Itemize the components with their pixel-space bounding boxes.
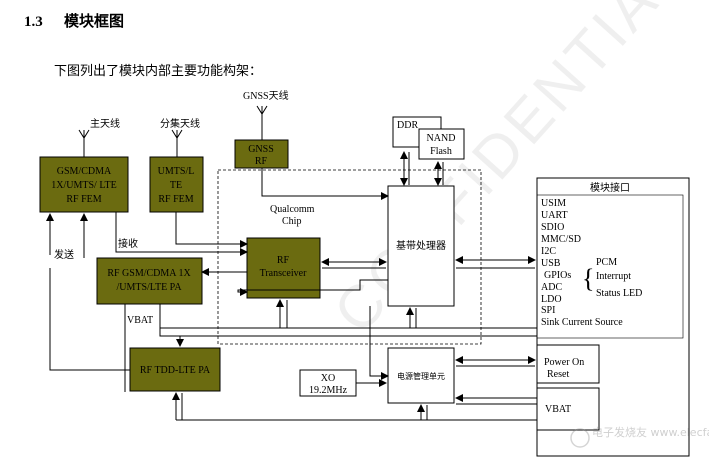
gsm-fem-block: GSM/CDMA 1X/UMTS/ LTE RF FEM [39,156,129,213]
interface-panel: 模块接口 USIM UART SDIO MMC/SD I2C USB GPIOs… [536,177,690,457]
section-number: 1.3 [24,14,43,30]
iface-sdio: SDIO [541,222,564,233]
nand-line-1: NAND [427,133,456,144]
transceiver-line-2: Transceiver [260,268,308,279]
iface-usim: USIM [541,198,566,209]
gnss-rf-line-1: GNSS [248,144,274,155]
iface-usb: USB [541,258,561,269]
site-stamp: 电子发烧友 www.elecfans.com [570,425,709,448]
connection-lines [46,151,537,421]
vbat-label: VBAT [127,315,153,326]
interface-title: 模块接口 [590,181,630,194]
umts-fem-block: UMTS/L TE RF FEM [149,156,204,213]
qualcomm-label-2: Chip [282,216,301,227]
receive-label: 接收 [118,237,138,250]
gpio-sub-pcm: PCM [596,257,617,268]
intro-text: 下图列出了模块内部主要功能构架： [54,63,263,78]
gsm-fem-line-3: RF FEM [66,194,101,205]
main-antenna [78,129,90,157]
main-antenna-label: 主天线 [90,117,120,130]
diversity-antenna [171,129,183,157]
pmu-label: 电源管理单元 [397,371,445,381]
xo-line-1: XO [321,373,335,384]
rf-pa-block: RF GSM/CDMA 1X /UMTS/LTE PA [96,257,203,305]
stamp-text: 电子发烧友 www.elecfans.com [592,425,709,439]
umts-fem-line-3: RF FEM [158,194,193,205]
xo-block: XO 19.2MHz [299,369,357,397]
iface-ldo: LDO [541,294,562,305]
diversity-antenna-label: 分集天线 [160,117,200,130]
iface-spi: SPI [541,305,555,316]
umts-fem-line-1: UMTS/L [158,166,195,177]
gpio-sub-interrupt: Interrupt [596,271,631,282]
iface-sink-current: Sink Current Source [541,317,623,328]
gnss-rf-line-2: RF [255,156,268,167]
gsm-fem-line-1: GSM/CDMA [57,166,112,177]
gnss-antenna [256,105,268,140]
iface-gpios: GPIOs [544,270,571,281]
tdd-pa-block: RF TDD-LTE PA [129,347,221,392]
iface-adc: ADC [541,282,562,293]
iface-mmc: MMC/SD [541,234,581,245]
gpio-sub-status-led: Status LED [596,288,642,299]
umts-fem-line-2: TE [170,180,182,191]
tdd-pa-label: RF TDD-LTE PA [140,365,211,376]
qualcomm-label-1: Qualcomm [270,204,315,215]
gpio-brace: { [582,264,594,293]
baseband-label: 基带处理器 [396,239,446,252]
rf-pa-line-1: RF GSM/CDMA 1X [107,268,191,279]
xo-line-2: 19.2MHz [309,385,348,396]
ddr-label: DDR [397,120,418,131]
gnss-antenna-label: GNSS天线 [243,89,289,102]
power-on-line-2: Reset [547,369,569,380]
nand-block: NAND Flash [418,128,465,160]
transceiver-line-1: RF [277,255,290,266]
rf-pa-line-2: /UMTS/LTE PA [116,282,182,293]
pmu-block: 电源管理单元 [387,347,455,404]
gnss-rf-block: GNSS RF [234,139,289,169]
gsm-fem-line-2: 1X/UMTS/ LTE [51,180,116,191]
power-on-line-1: Power On [544,357,584,368]
vbat-box-label: VBAT [545,404,571,415]
iface-i2c: I2C [541,246,556,257]
transceiver-block: RF Transceiver [246,237,321,299]
nand-line-2: Flash [430,146,452,157]
transmit-label: 发送 [54,248,74,261]
section-title: 模块框图 [64,14,125,30]
baseband-block: 基带处理器 [387,185,455,307]
iface-uart: UART [541,210,568,221]
section-heading: 1.3 模块框图 [24,10,124,31]
